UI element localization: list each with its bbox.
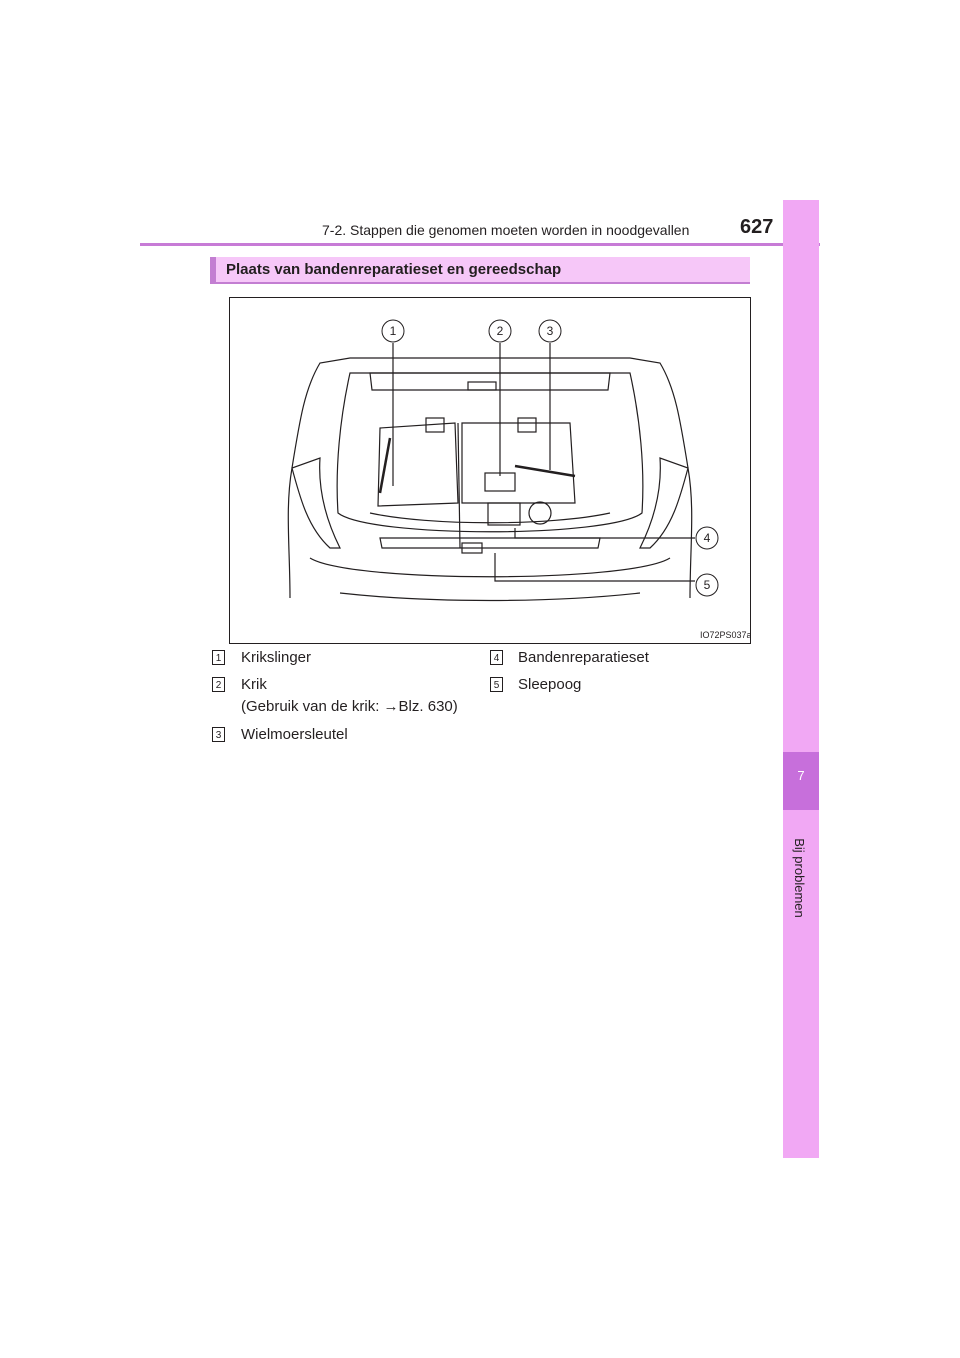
- legend-label: Sleepoog: [518, 676, 582, 693]
- floor-front-edge: [369, 512, 611, 524]
- chapter-label: Bij problemen: [792, 838, 807, 918]
- legend-label: Krikslinger: [241, 649, 312, 666]
- jack-handle-shape: [378, 437, 392, 494]
- legend-label: Bandenreparatieset: [518, 649, 649, 666]
- left-storage-bay: [377, 422, 459, 507]
- callout-2: 2: [488, 319, 512, 343]
- legend-number: 1: [212, 650, 225, 665]
- bumper-lower: [339, 592, 641, 602]
- legend-number: 4: [490, 650, 503, 665]
- trunk-drawing: 1 2 3 4 5 IO72PS037a: [287, 319, 750, 640]
- callout-5: 5: [695, 573, 719, 597]
- callout-3: 3: [538, 319, 562, 343]
- bumper-outline: [309, 557, 671, 578]
- rear-shelf: [369, 372, 611, 391]
- wheel-nut-wrench-shape: [514, 464, 576, 478]
- svg-text:4: 4: [704, 531, 711, 545]
- legend-sublabel: (Gebruik van de krik: →Blz. 630): [241, 698, 458, 715]
- page-number: 627: [740, 216, 774, 238]
- section-heading: Plaats van bandenreparatieset en gereeds…: [210, 257, 750, 284]
- svg-text:1: 1: [390, 324, 397, 338]
- legend-number: 2: [212, 677, 225, 692]
- rear-shelf-handle: [467, 381, 497, 391]
- chapter-number: 7: [797, 768, 805, 783]
- car-body-outline: [287, 357, 693, 599]
- floor-divider: [457, 422, 461, 549]
- section-heading-text: Plaats van bandenreparatieset en gereeds…: [226, 261, 562, 278]
- right-storage-bay: [461, 422, 576, 504]
- figure-callouts: 1 2 3 4 5: [381, 319, 719, 597]
- header-divider: [140, 243, 820, 246]
- header-title: 7-2. Stappen die genomen moeten worden i…: [322, 222, 690, 238]
- legend-number: 3: [212, 727, 225, 742]
- svg-text:3: 3: [547, 324, 554, 338]
- svg-text:2: 2: [497, 324, 504, 338]
- trunk-illustration: 1 2 3 4 5 IO72PS037a: [229, 297, 751, 644]
- right-anchor: [517, 417, 537, 433]
- left-tail-light: [291, 457, 341, 549]
- repair-kit-bottle: [528, 501, 552, 525]
- legend-number: 5: [490, 677, 503, 692]
- legend-label: Wielmoersleutel: [241, 726, 348, 743]
- chapter-side-tab: [783, 200, 819, 1158]
- figure-code: IO72PS037a: [700, 630, 750, 640]
- callout-4: 4: [695, 526, 719, 550]
- trunk-opening: [336, 372, 644, 533]
- right-tail-light: [639, 457, 689, 549]
- callout-1: 1: [381, 319, 405, 343]
- sill: [379, 537, 601, 549]
- repair-kit-box: [487, 502, 521, 526]
- svg-text:5: 5: [704, 578, 711, 592]
- left-anchor: [425, 417, 445, 433]
- legend-label: Krik: [241, 676, 267, 693]
- towing-eye-shape: [461, 542, 483, 554]
- chapter-side-tab-active: [783, 752, 819, 810]
